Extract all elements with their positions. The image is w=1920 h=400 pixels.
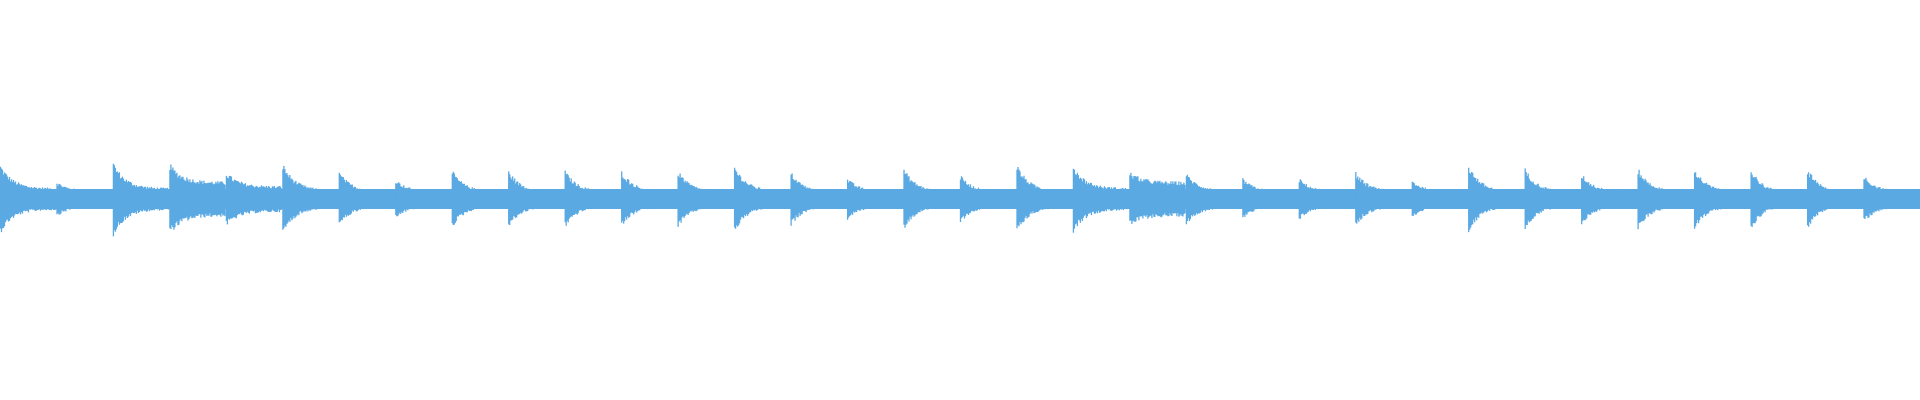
waveform-bars [0, 163, 1920, 237]
waveform-path [0, 163, 1920, 237]
